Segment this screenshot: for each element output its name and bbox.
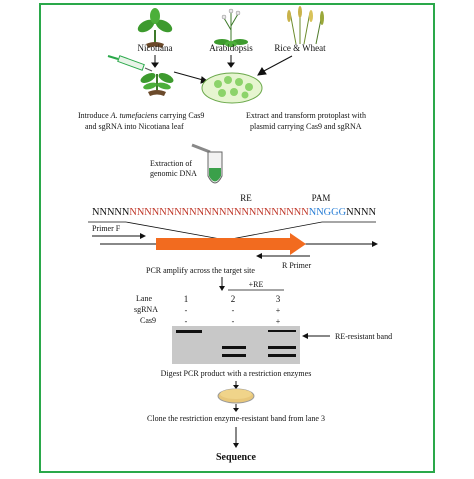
lane-3-resistant-band: [268, 330, 296, 332]
syringe-icon: [107, 55, 153, 72]
sequence-right-flank: NNNN: [346, 207, 376, 218]
pam-label: PAM: [312, 193, 331, 203]
protoplast-dish-icon: [201, 72, 263, 104]
lane-2-lower-band: [222, 354, 246, 357]
extract-step-line2: plasmid carrying Cas9 and sgRNA: [250, 122, 362, 131]
sequence-down-arrow: [233, 427, 239, 448]
sequence-step-label: Sequence: [216, 452, 257, 463]
arabidopsis-plant-icon: [214, 8, 248, 47]
rice-wheat-label: Rice & Wheat: [274, 43, 326, 53]
re-treatment-header: +RE: [249, 280, 264, 289]
plant-arrows: [151, 55, 293, 84]
nicotiana-leaf-plant-icon: [140, 73, 174, 96]
lane-1-number: 1: [184, 294, 189, 304]
lane-3-lower-band: [268, 354, 296, 357]
lane-1-cas9: -: [185, 317, 188, 326]
cas9-row-label: Cas9: [140, 316, 156, 325]
lane-row-label: Lane: [136, 294, 152, 303]
arabidopsis-label: Arabidopsis: [209, 43, 253, 53]
pcr-down-arrow: [219, 277, 225, 291]
amplicon-arrow: [156, 233, 306, 255]
lane-2-upper-band: [222, 346, 246, 349]
re-label: RE: [240, 193, 252, 203]
primer-f-arrow: [92, 233, 146, 239]
clone-down-arrow: [233, 404, 239, 412]
colony-plate-icon: [217, 388, 255, 404]
lane-3-number: 3: [276, 294, 281, 304]
band-pointer-arrow: [302, 333, 330, 339]
lane-3-upper-band: [268, 346, 296, 349]
primer-r-label: R Primer: [282, 261, 311, 270]
extract-step-line1: Extract and transform protoplast with: [246, 111, 366, 120]
sequence-left-flank: NNNNN: [92, 207, 129, 218]
lane-1-band: [176, 330, 202, 333]
introduce-step-line2: and sgRNA into Nicotiana leaf: [85, 122, 184, 131]
sequence-pam-region: NNGGG: [309, 207, 346, 218]
lane-1-sgrna: -: [185, 306, 188, 315]
nicotiana-label: Nicotiana: [138, 43, 173, 53]
introduce-step-line1: Introduce A. tumefaciens carrying Cas9: [78, 111, 204, 120]
dna-extraction-line2: genomic DNA: [150, 169, 197, 178]
rice-wheat-plant-icon: [287, 6, 324, 45]
clone-step-label: Clone the restriction enzyme-resistant b…: [147, 414, 325, 423]
digest-step-label: Digest PCR product with a restriction en…: [161, 369, 312, 378]
lane-2-sgrna: -: [232, 306, 235, 315]
lane-2-cas9: -: [232, 317, 235, 326]
primer-r-arrow: [256, 253, 310, 259]
primer-f-label: Primer F: [92, 224, 121, 233]
lane-2-number: 2: [231, 294, 236, 304]
nicotiana-plant-icon: [137, 8, 173, 48]
sgrna-row-label: sgRNA: [134, 305, 158, 314]
dna-extraction-line1: Extraction of: [150, 159, 192, 168]
lane-3-sgrna: +: [276, 306, 281, 315]
figure-frame: [39, 3, 435, 473]
re-resistant-band-label: RE-resistant band: [335, 332, 392, 341]
pcr-step-label: PCR amplify across the target site: [146, 266, 255, 275]
sequence-target-region: NNNNNNNNNNNNNNNNNNNNNNNN: [129, 207, 308, 218]
zoom-lines: [88, 221, 376, 241]
digest-down-arrow: [233, 381, 239, 389]
lane-3-cas9: +: [276, 317, 281, 326]
dna-tube-icon: [207, 151, 223, 184]
